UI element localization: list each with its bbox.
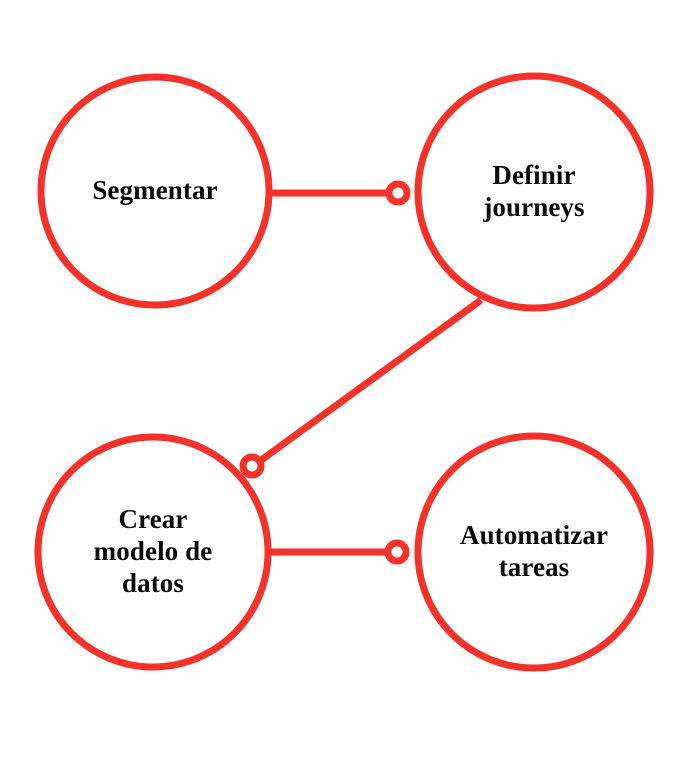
node-circle-definir-journeys[interactable] xyxy=(414,72,654,312)
node-circle-automatizar-tareas[interactable] xyxy=(414,432,654,672)
connector-ring-definir-crear xyxy=(239,453,265,479)
node-circle-crear-modelo-de-datos[interactable] xyxy=(34,433,272,671)
connector-ring-crear-automatizar xyxy=(384,539,410,565)
connector-ring-segmentar-definir xyxy=(385,180,411,206)
connector-line-definir-crear xyxy=(250,297,484,469)
node-circle-segmentar[interactable] xyxy=(37,73,273,309)
